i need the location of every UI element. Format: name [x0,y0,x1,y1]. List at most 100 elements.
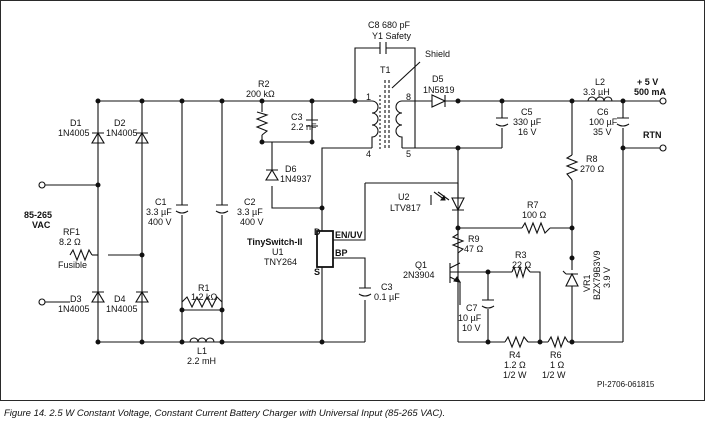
label-c7: C7 [466,303,478,313]
drawing-id: PI-2706-061815 [597,380,655,389]
label-c1-rating: 400 V [148,217,172,227]
c3-capacitor [306,112,318,135]
label-input-unit: VAC [32,220,51,230]
label-r1-value: 1.2 kΩ [191,292,218,302]
c6-capacitor [616,117,630,127]
label-d3: D3 [70,294,82,304]
label-vr1: VR1 [582,274,592,292]
label-c5-value: 330 µF [513,117,542,127]
label-vr1-rating: 3.9 V [602,267,612,288]
pin-4: 4 [366,149,371,159]
r8-resistor [565,154,579,181]
label-d2: D2 [114,118,126,128]
r2-resistor [255,111,269,136]
label-c3b-value: 0.1 µF [374,292,400,302]
pin-5: 5 [406,149,411,159]
label-r2-value: 200 kΩ [246,89,275,99]
r7-resistor [521,221,551,235]
label-c3b: C3 [381,282,393,292]
label-c5: C5 [521,107,533,117]
c5-capacitor [495,117,509,127]
label-l2-value: 3.3 µH [583,87,610,97]
label-r1: R1 [198,283,210,293]
u2-optocoupler [430,191,465,212]
label-u1-family: TinySwitch-II [247,237,302,247]
label-r8: R8 [586,154,598,164]
label-rf1: RF1 [63,227,80,237]
label-d6-part: 1N4937 [280,174,312,184]
d6-diode [265,160,279,181]
r9-resistor [451,233,465,254]
terminals [38,97,667,306]
label-r3: R3 [515,250,527,260]
label-u1-part: TNY264 [264,257,297,267]
output-voltage: + 5 V [637,77,658,87]
label-d2-part: 1N4005 [106,128,138,138]
circuit-schematic: C8 680 pF Y1 Safety Shield T1 1 8 4 5 D 5… [24,20,667,389]
label-c3a-value: 2.2 nF [291,122,317,132]
label-c3a: C3 [291,112,303,122]
label-q1-part: 2N3904 [403,270,435,280]
label-r2: R2 [258,79,270,89]
label-u1: U1 [272,247,284,257]
output-rtn: RTN [643,130,662,140]
r4-resistor [504,335,529,349]
label-c2-rating: 400 V [240,217,264,227]
label-d6: D6 [285,164,297,174]
label-d3-part: 1N4005 [58,304,90,314]
label-r8-value: 270 Ω [580,164,605,174]
c3b-capacitor [358,287,372,297]
label-c6: C6 [597,107,609,117]
label-r4: R4 [509,350,521,360]
vr1-zener [562,270,579,287]
u1-tinyswitch [316,183,366,268]
t1-transformer [371,61,421,150]
label-d4: D4 [114,294,126,304]
label-c8-rating: Y1 Safety [372,31,412,41]
output-current: 500 mA [634,87,667,97]
label-r9-value: 47 Ω [464,244,484,254]
label-r3-value: 22 Ω [512,260,532,270]
bridge-diodes [91,131,149,303]
label-l2: L2 [595,77,605,87]
bulk-capacitors [175,204,229,214]
label-d4-part: 1N4005 [106,304,138,314]
label-c2-value: 3.3 µF [237,207,263,217]
label-t1: T1 [380,65,391,75]
l2-inductor [587,96,613,102]
label-c1-value: 3.3 µF [146,207,172,217]
label-r7: R7 [527,200,539,210]
label-c7-rating: 10 V [462,323,481,333]
c8-capacitor [379,42,390,54]
r3-resistor [511,265,531,279]
label-r6-power: 1/2 W [542,370,566,380]
component-labels: C8 680 pF Y1 Safety Shield T1 1 8 4 5 D 5… [24,20,667,389]
q1-transistor [449,262,468,283]
pin-1: 1 [366,92,371,102]
label-c8: C8 680 pF [368,20,411,30]
label-r6: R6 [550,350,562,360]
label-r6-value: 1 Ω [550,360,565,370]
label-input-range: 85-265 [24,210,52,220]
pin-8: 8 [406,92,411,102]
r6-resistor [547,335,569,349]
l1-inductor [182,337,222,343]
label-rf1-fusible: Fusible [58,260,87,270]
figure-caption: Figure 14. 2.5 W Constant Voltage, Const… [4,408,446,419]
d5-diode [431,94,447,108]
label-shield: Shield [425,49,450,59]
u1-pin-d: D [314,227,321,237]
label-c6-value: 100 µF [589,117,618,127]
label-r4-value: 1.2 Ω [504,360,526,370]
label-vr1-part: BZX79B3V9 [592,250,602,300]
u1-pin-s: S [314,267,320,277]
wires [42,47,663,343]
label-c7-value: 10 µF [458,313,482,323]
label-q1: Q1 [415,260,427,270]
label-c2: C2 [244,197,256,207]
label-d1: D1 [70,118,82,128]
rf1-resistor [69,248,93,262]
label-u2: U2 [398,192,410,202]
label-rf1-value: 8.2 Ω [59,237,81,247]
label-l1-value: 2.2 mH [187,356,216,366]
